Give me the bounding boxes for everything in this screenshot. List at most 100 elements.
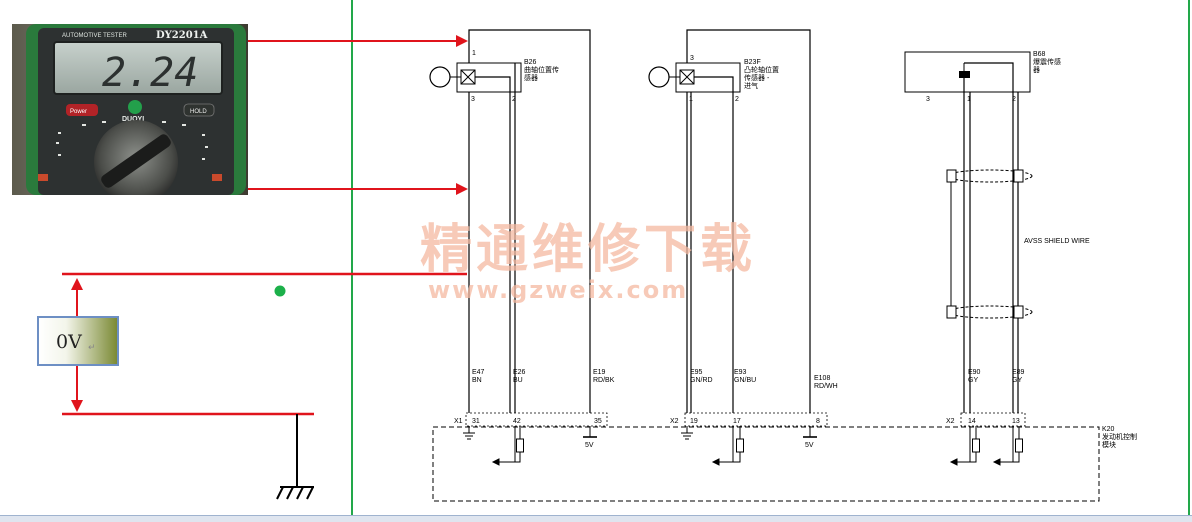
k20-id: K20 <box>1102 426 1115 433</box>
b23f-pin-left: 1 <box>689 96 693 103</box>
wire-label-circuit: E47 <box>472 369 485 376</box>
b68-name-line1: 爆震传感 <box>1033 57 1061 66</box>
supply-5v-symbol: 5V <box>583 426 597 449</box>
wire-label-color: GN/RD <box>690 377 713 384</box>
wire-label-circuit: E95 <box>690 369 703 376</box>
wire-label-circuit: E19 <box>593 369 606 376</box>
b26-name-line1: 曲轴位置传 <box>524 65 559 74</box>
watermark-url: www.gzweix.com <box>428 276 688 304</box>
paragraph-mark: ↵ <box>88 343 96 353</box>
b23f-supply-loop <box>686 29 811 420</box>
connector-pin: 42 <box>513 418 521 425</box>
dial-markings <box>56 121 208 160</box>
b23f-id: B23F <box>744 59 761 66</box>
connector-x2 <box>684 412 828 427</box>
connector-x2-name: X2 <box>670 418 679 425</box>
b26-id: B26 <box>524 59 537 66</box>
shield-label: AVSS SHIELD WIRE <box>1024 238 1090 245</box>
connector-x2b-name: X2 <box>946 418 955 425</box>
wire-label-color: GY <box>968 377 978 384</box>
supply-5v-symbol: 5V <box>803 426 817 449</box>
voltage-reading-label: 0V <box>56 331 82 353</box>
b68-wire-2 <box>964 62 1014 420</box>
wire-label-circuit: E108 <box>814 375 830 382</box>
k20-module-box <box>432 426 1100 502</box>
connector-pin: 17 <box>733 418 741 425</box>
b23f-signal-wire <box>694 76 734 420</box>
knob-grip <box>101 134 171 188</box>
b23f-name-line2: 传感器 - <box>744 73 770 82</box>
b26-pin-top: 1 <box>472 50 476 57</box>
b23f-name-line3: 进气 <box>744 81 758 90</box>
multimeter-photo: AUTOMOTIVE TESTER DY2201A 2.24 Power DUO… <box>12 24 248 195</box>
probe-point-dot <box>274 285 286 297</box>
multimeter-model: DY2201A <box>156 30 208 41</box>
connector-pin: 35 <box>594 418 602 425</box>
b23f-name-line1: 凸轮轴位置 <box>744 65 779 74</box>
wire-label-color: BU <box>513 377 523 384</box>
connector-pin: 31 <box>472 418 480 425</box>
connectors: X1 31 42 35 X2 19 17 8 X2 14 13 <box>454 412 1026 427</box>
wire-label-color: GY <box>1012 377 1022 384</box>
multimeter-brand-strip: AUTOMOTIVE TESTER <box>62 33 127 39</box>
b26-signal-wire <box>475 76 511 420</box>
b26-section: 1 3 2 B26 曲轴位置传 感器 <box>429 29 591 420</box>
arrow-down-icon <box>71 400 83 412</box>
b23f-section: 3 1 2 B23F 凸轮轴位置 传感器 - 进气 <box>648 29 811 420</box>
wire-label-circuit: E90 <box>968 369 981 376</box>
supply-5v-label: 5V <box>585 442 594 449</box>
b68-pin-mid: 1 <box>967 96 971 103</box>
hold-button-label: HOLD <box>190 109 207 115</box>
b26-pin-right: 2 <box>512 96 516 103</box>
b26-reluctor-icon <box>429 66 451 88</box>
input-circuit-symbol <box>491 426 524 466</box>
shield-wire-symbol: AVSS SHIELD WIRE <box>946 169 1090 319</box>
watermark-chinese: 精通维修下载 <box>420 219 756 280</box>
connector-x1 <box>465 412 608 427</box>
hold-button <box>183 103 215 117</box>
duoyi-logo-icon <box>128 100 142 114</box>
power-button <box>66 104 98 116</box>
multimeter-logo-text: DUOYI <box>122 116 144 123</box>
connector-pin: 8 <box>816 418 820 425</box>
b23f-reluctor-icon <box>648 66 670 88</box>
multimeter-lcd <box>53 41 223 95</box>
wire-labels: E47 BN E26 BU E19 RD/BK E95 GN/RD E93 GN… <box>472 369 1025 390</box>
b68-name-line2: 器 <box>1033 66 1040 74</box>
b26-pin-left: 3 <box>471 96 475 103</box>
ground-icon <box>681 426 693 440</box>
wire-label-color: GN/BU <box>734 377 756 384</box>
ground-icon <box>463 426 475 440</box>
b26-name-line2: 感器 <box>524 73 538 82</box>
multimeter-reading: 2.24 <box>102 50 198 96</box>
b68-sensor-icon <box>959 71 970 78</box>
k20-module: K20 发动机控制 模块 5V 5V <box>432 426 1137 502</box>
connector-pin: 13 <box>1012 418 1020 425</box>
b68-id: B68 <box>1033 51 1046 58</box>
connector-pin: 19 <box>690 418 698 425</box>
k20-name-line1: 发动机控制 <box>1102 432 1137 441</box>
k20-name-line2: 模块 <box>1102 440 1116 449</box>
wire-label-color: BN <box>472 377 482 384</box>
b68-pin-left: 3 <box>926 96 930 103</box>
bottom-scroll-bar[interactable] <box>0 515 1192 522</box>
input-circuit-symbol <box>711 426 744 466</box>
b23f-pin-right: 2 <box>735 96 739 103</box>
b68-section: 3 1 2 B68 爆震传感 器 AVSS SHIELD WIRE <box>904 51 1090 420</box>
voltage-reading-box: 0V ↵ <box>37 316 119 366</box>
watermark: 精通维修下载 www.gzweix.com <box>420 219 756 304</box>
input-circuit-symbol <box>949 426 980 466</box>
arrow-head-icon <box>456 35 468 47</box>
b23f-pin-top: 3 <box>690 55 694 62</box>
arrow-head-icon <box>456 183 468 195</box>
wire-label-circuit: E93 <box>734 369 747 376</box>
arrow-up-icon <box>71 278 83 290</box>
connector-x1-name: X1 <box>454 418 463 425</box>
connector-x2b <box>960 412 1026 427</box>
wire-label-circuit: E89 <box>1012 369 1025 376</box>
measurement-annotations <box>62 35 468 416</box>
b68-pin-right: 2 <box>1012 96 1016 103</box>
chassis-ground-icon <box>276 414 314 500</box>
